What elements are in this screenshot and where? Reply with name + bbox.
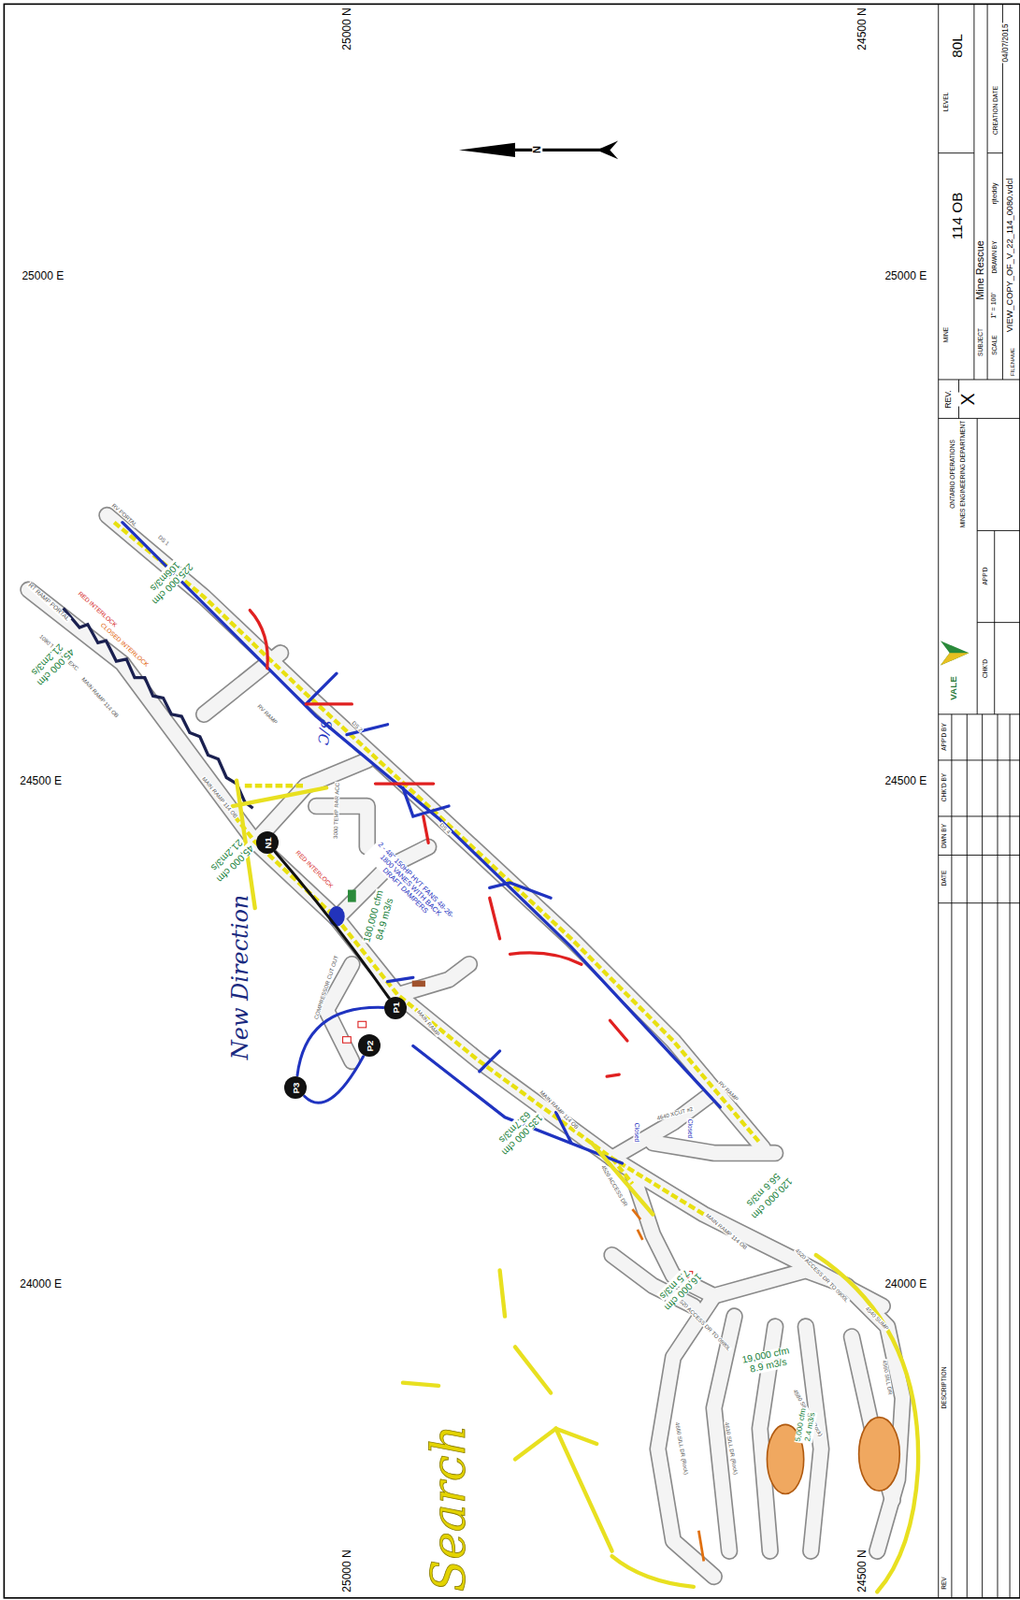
station-id: P2 <box>363 1039 374 1051</box>
title-field: ONTARIO OPERATIONS <box>949 438 957 510</box>
station-marker: N1 <box>256 831 279 854</box>
ventilation-symbols <box>343 890 693 1279</box>
title-value: VIEW_COPY_OF_V_22_114_0080.vdcl <box>1005 176 1016 333</box>
station-id: P3 <box>290 1081 302 1093</box>
north-arrow <box>459 141 618 160</box>
title-block-grid <box>938 3 1020 1597</box>
red-hand-marks <box>249 610 628 1078</box>
grid-coordinate: 24500 E <box>18 774 63 787</box>
title-value: 80L <box>949 32 965 58</box>
table-header: CHK'D BY <box>941 772 949 803</box>
title-field: APP'D <box>981 566 989 587</box>
title-field: MINE <box>943 326 950 344</box>
drift-name: MAIN RAMP 114 OB <box>79 675 120 720</box>
title-field: REV. <box>944 388 953 410</box>
grid-coordinate: 25000 N <box>341 6 354 51</box>
grid-coordinate: 24500 N <box>856 1548 869 1593</box>
table-header: REV <box>941 1575 949 1590</box>
title-value: 114 OB <box>949 191 965 242</box>
title-value: 04/07/2015 <box>1001 22 1010 63</box>
route-line <box>304 1056 364 1104</box>
grid-coordinate: 24000 E <box>883 1277 928 1290</box>
table-header: DATE <box>941 869 949 888</box>
station-id: N1 <box>261 836 273 849</box>
title-field: FILENAME <box>1009 346 1016 377</box>
table-header: DWN BY <box>941 821 949 848</box>
map-frame <box>3 3 1020 1597</box>
route-line <box>297 1006 384 1076</box>
station-id: P1 <box>390 1002 402 1014</box>
door-status: Closed <box>632 1121 640 1143</box>
station-marker: P2 <box>358 1034 381 1057</box>
title-value: 1" = 100' <box>991 291 998 320</box>
blue-marker <box>328 905 345 927</box>
handwritten-note: Search <box>424 1422 475 1592</box>
title-value: X <box>958 391 978 406</box>
grid-coordinate: 24500 E <box>883 774 928 787</box>
title-field: MINES ENGINEERING DEPARTMENT <box>959 419 966 530</box>
title-field: DRAWN BY <box>991 239 998 274</box>
door-status: Closed <box>686 1117 693 1138</box>
company-name: VALE <box>948 675 959 702</box>
grid-coordinate: 25000 E <box>883 269 928 282</box>
handwritten-note: New Direction <box>229 893 253 1062</box>
handwritten-note: S/C <box>314 717 334 748</box>
title-field: CREATION DATE <box>991 85 999 136</box>
drift-name: 3000 TEMP RAR ACC <box>332 781 341 840</box>
hand-route-line <box>63 607 254 808</box>
grid-coordinate: 24000 E <box>18 1277 63 1290</box>
stope-fill <box>766 1417 900 1495</box>
station-marker: P1 <box>384 996 407 1020</box>
title-field: LEVEL <box>943 91 950 113</box>
blue-hand-lines <box>122 522 720 1164</box>
orange-marks <box>632 1208 704 1561</box>
title-field: SCALE <box>991 333 998 356</box>
title-value: rjteddy <box>991 182 999 206</box>
yellow-hand-marks <box>232 780 919 1593</box>
title-value: Mine Rescue <box>975 239 986 302</box>
north-label: N <box>531 144 543 155</box>
vale-logo <box>940 640 970 665</box>
drift-name: 4660 SILL DR (Rock) <box>674 1421 690 1477</box>
table-header: APP'D BY <box>941 721 949 752</box>
drift-name: DS 1 <box>156 533 172 548</box>
yellow-centerline <box>114 522 761 1215</box>
drift-outlines <box>28 515 904 1577</box>
drift-name: RV RAMP <box>255 702 279 726</box>
table-header: DESCRIPTION <box>941 1364 949 1409</box>
grid-coordinate: 25000 N <box>341 1548 354 1593</box>
title-field: CHK'D <box>981 658 989 679</box>
grid-coordinate: 25000 E <box>20 269 65 282</box>
grid-coordinate: 24500 N <box>856 6 869 51</box>
title-field: SUBJECT <box>976 327 984 358</box>
